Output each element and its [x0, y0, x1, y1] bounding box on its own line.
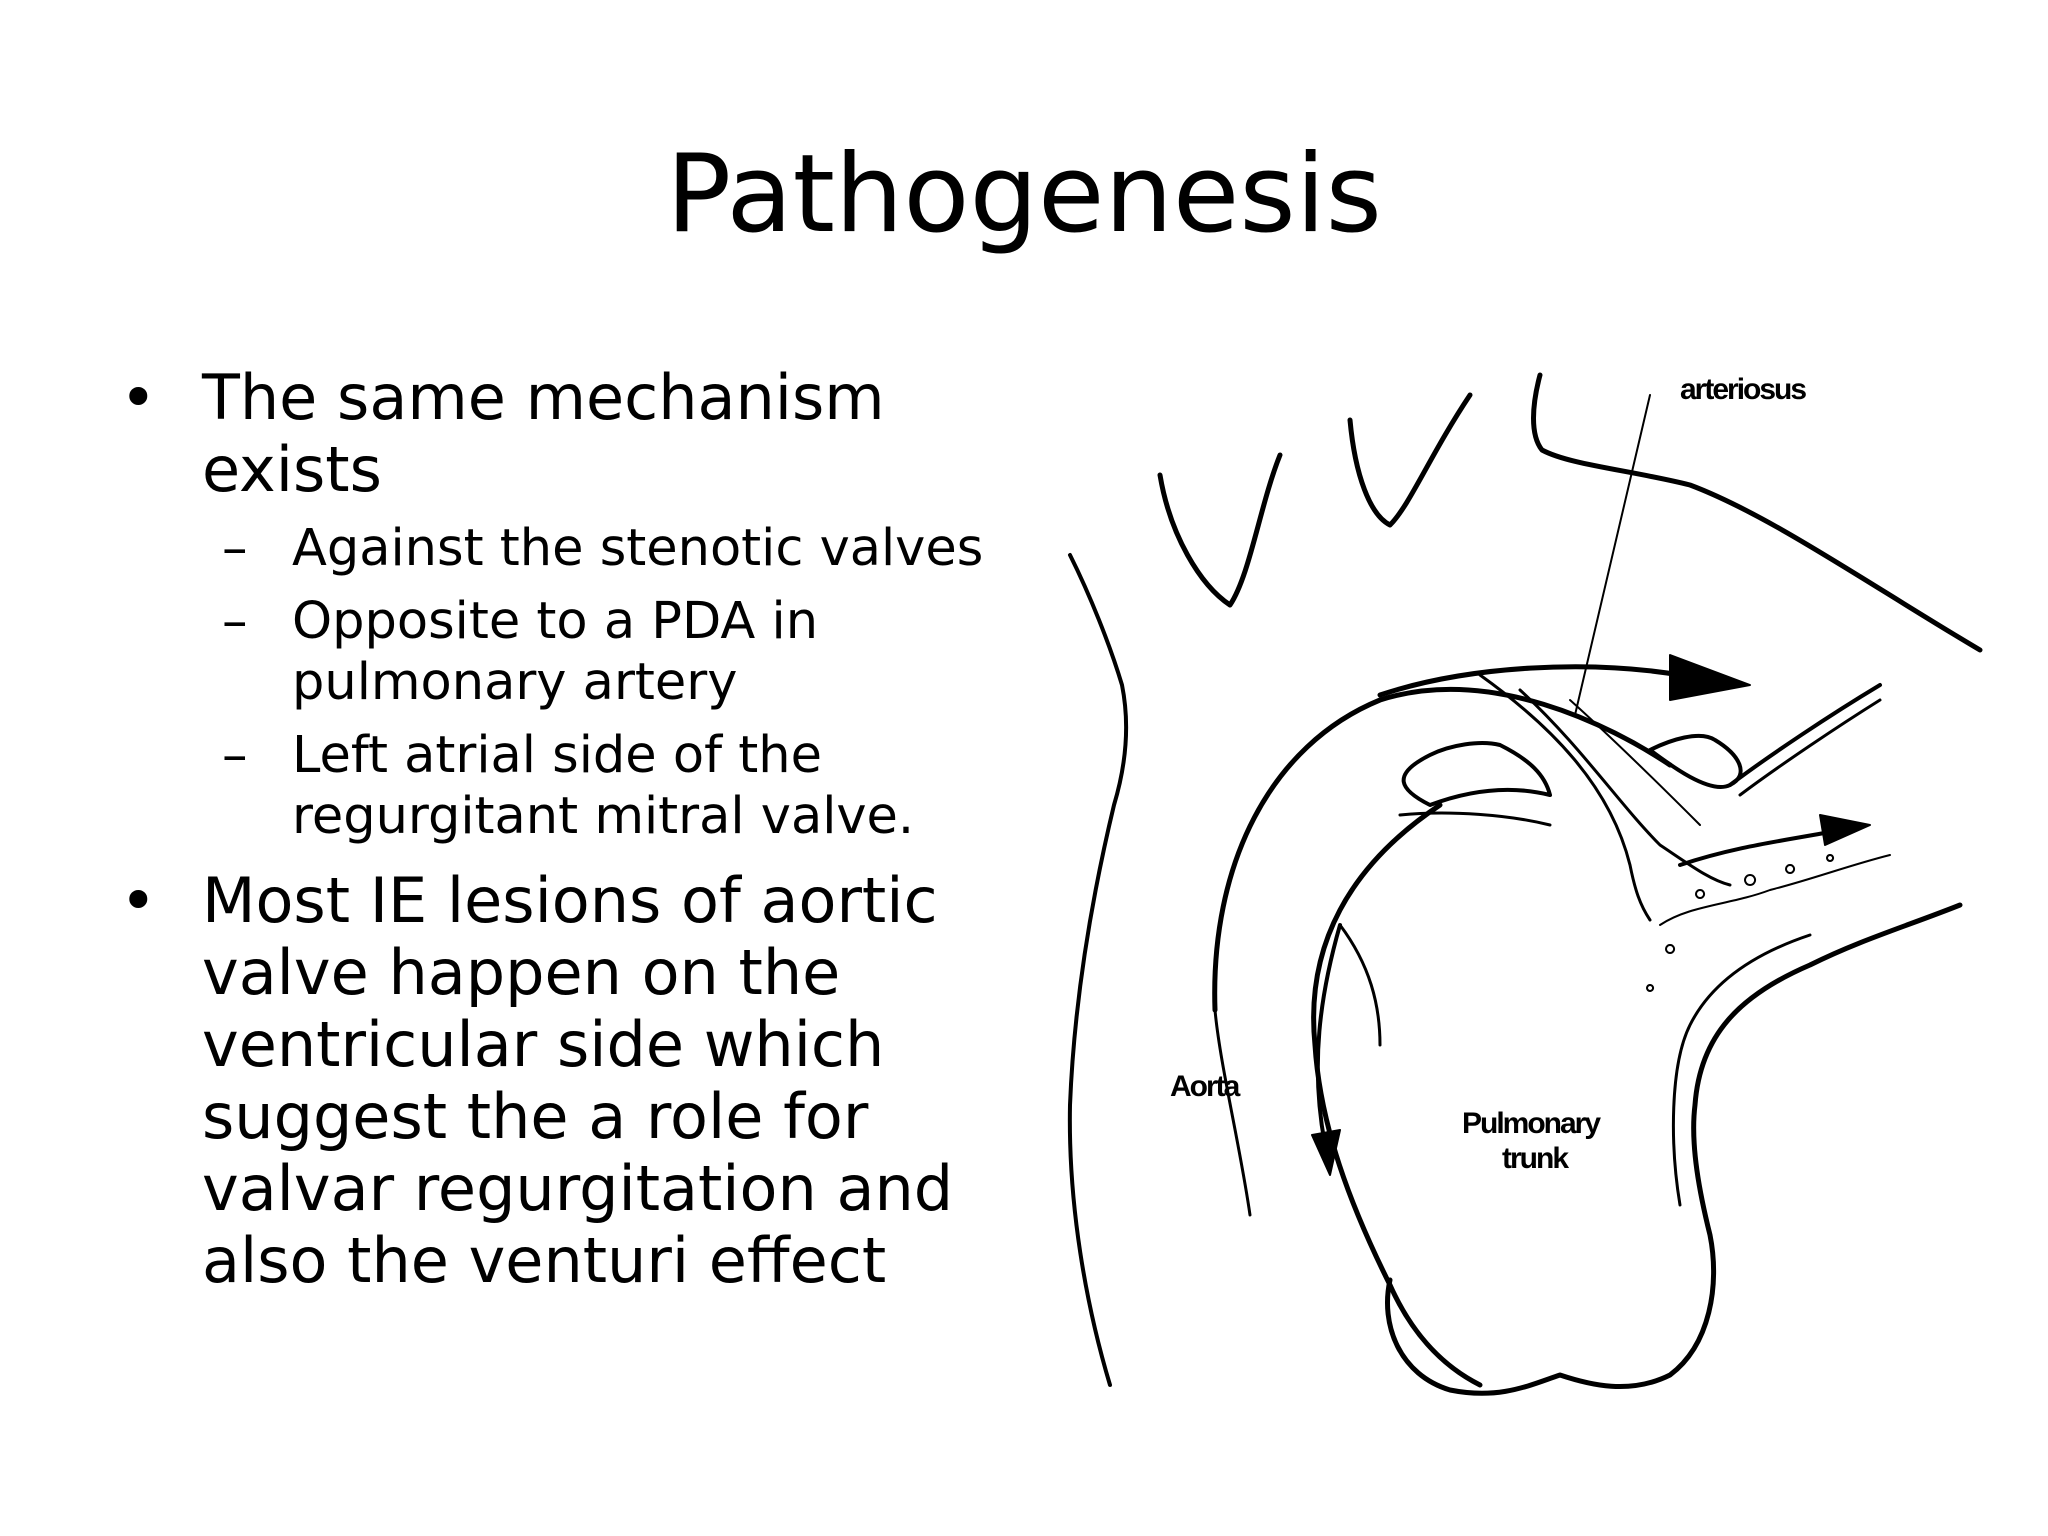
- pulmonary-trunk-inner-right: [1671, 933, 1812, 1207]
- bullet-text: Most IE lesions of aortic valve happen o…: [202, 864, 954, 1297]
- bullet-item: • The same mechanism exists: [110, 362, 1010, 506]
- aorta-outer-wall: [1067, 553, 1129, 1387]
- arch-branch-3: [1531, 372, 1983, 653]
- bullet-list: • The same mechanism exists – Against th…: [110, 362, 1010, 1297]
- bullet-item: • Most IE lesions of aortic valve happen…: [110, 865, 1010, 1297]
- dash-icon: –: [222, 592, 248, 651]
- flow-streak-2: [1518, 688, 1732, 887]
- pulmonary-trunk-wall-left: [1311, 802, 1483, 1388]
- lesion-dots: [1646, 854, 1835, 992]
- lesion-vegetation: [1659, 854, 1891, 926]
- label-aorta: Aorta: [1170, 1070, 1240, 1103]
- bullet-icon: •: [120, 361, 157, 434]
- dash-icon: –: [222, 519, 248, 578]
- aorta-inner-wall: [1213, 1008, 1252, 1217]
- sub-bullet-item: – Against the stenotic valves: [110, 518, 1010, 579]
- pulmonary-inner-line: [1338, 923, 1382, 1047]
- ductus-loop: [1648, 733, 1743, 789]
- sub-bullet-text: Against the stenotic valves: [292, 519, 984, 578]
- pulmonary-trunk-bottom: [1385, 902, 1963, 1396]
- dash-icon: –: [222, 726, 248, 785]
- aortic-cusp: [1398, 811, 1552, 827]
- flow-arrow-down-head: [1311, 1129, 1341, 1176]
- arteriosus-pointer-line: [1574, 394, 1651, 716]
- label-pulmonary-line2: trunk: [1502, 1142, 1569, 1175]
- sub-bullet-text: Left atrial side of the regurgitant mitr…: [292, 726, 915, 846]
- heart-diagram-drawing: [1067, 372, 1983, 1396]
- flow-streak-1: [1478, 673, 1652, 922]
- flow-streak-3: [1569, 699, 1701, 826]
- flow-arrow-top: [1377, 664, 1683, 698]
- label-arteriosus: arteriosus: [1680, 373, 1807, 406]
- bullet-text: The same mechanism exists: [202, 361, 885, 506]
- flow-arrow-top-head: [1669, 654, 1751, 701]
- bullet-icon: •: [120, 864, 157, 937]
- ductus-vessel-inner: [1738, 698, 1882, 797]
- sub-bullet-item: – Opposite to a PDA in pulmonary artery: [110, 591, 1010, 713]
- sub-bullet-text: Opposite to a PDA in pulmonary artery: [292, 592, 819, 712]
- aortic-valve: [1401, 741, 1552, 807]
- ductus-vessel: [1728, 683, 1882, 787]
- flow-arrow-right-head: [1819, 814, 1871, 846]
- slide-title: Pathogenesis: [666, 132, 1382, 257]
- label-pulmonary-line1: Pulmonary: [1462, 1107, 1601, 1140]
- flow-arrow-down: [1315, 923, 1342, 1147]
- heart-diagram: arteriosus Aorta Pulmonary trunk: [1050, 345, 1990, 1405]
- aortic-arch-top: [1157, 452, 1283, 608]
- flow-arrow-right: [1678, 828, 1842, 867]
- arch-branch-2: [1347, 392, 1473, 528]
- aortic-arch-inner: [1212, 686, 1673, 1013]
- sub-bullet-item: – Left atrial side of the regurgitant mi…: [110, 725, 1010, 847]
